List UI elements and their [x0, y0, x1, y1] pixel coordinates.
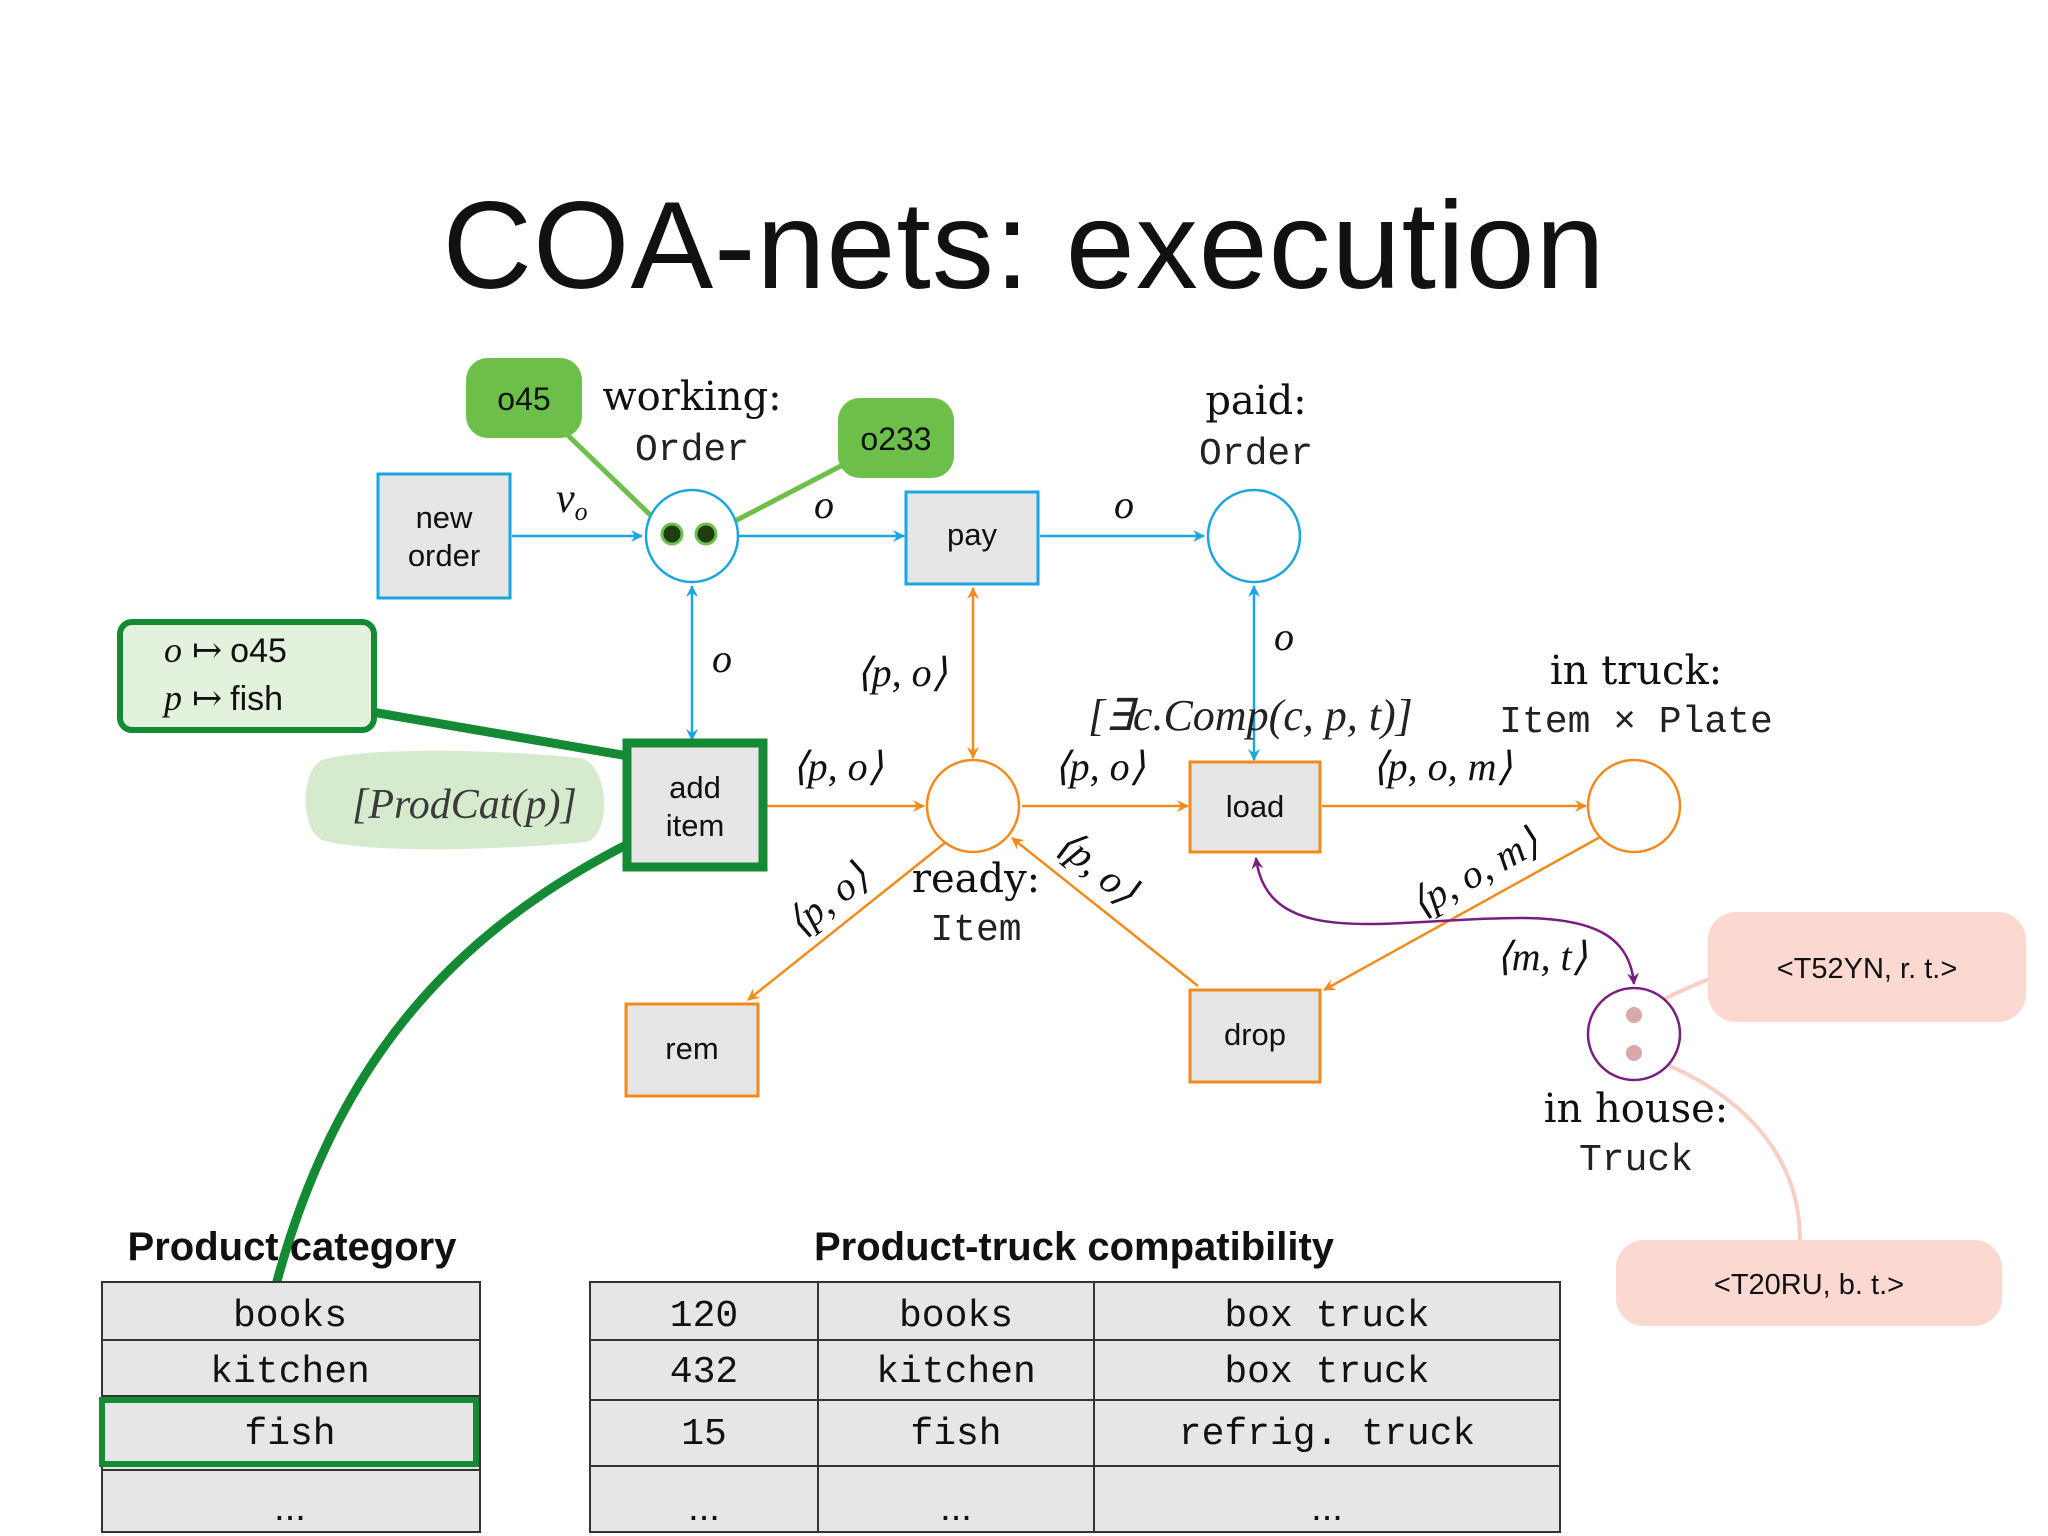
compatibility-cell: box truck: [1224, 1351, 1429, 1394]
token-dot-o233: [694, 522, 718, 546]
token-dot-o45: [660, 522, 684, 546]
place-paid: [1206, 488, 1302, 584]
place-type-paid: Order: [1199, 433, 1313, 476]
compatibility-cell: refrig. truck: [1179, 1413, 1475, 1456]
places: [644, 488, 1682, 1082]
compatibility-cell: ...: [940, 1487, 972, 1529]
product-category-cell: books: [233, 1295, 347, 1338]
svg-text:<T52YN, r. t.>: <T52YN, r. t.>: [1777, 953, 1958, 985]
table-title-product-category: Product category: [128, 1225, 458, 1269]
label-order: order: [408, 538, 480, 573]
arc-load-inhouse: [1251, 857, 1639, 985]
place-type-in-house: Truck: [1579, 1139, 1693, 1182]
blue-arcs: [512, 530, 1260, 761]
token-o233: o233: [838, 398, 954, 478]
table-title-compatibility: Product-truck compatibility: [814, 1225, 1335, 1269]
arc-label-p-o-m-intruck: ⟨p, o, m⟩: [1372, 744, 1512, 789]
transition-drop: drop: [1188, 988, 1322, 1084]
svg-text:o233: o233: [860, 421, 931, 457]
binding-p: p↦fish: [161, 678, 283, 719]
label-drop: drop: [1224, 1017, 1286, 1052]
arc-label-m-t: ⟨m, t⟩: [1496, 934, 1588, 979]
guard-highlight: [305, 750, 605, 850]
place-type-ready: Item: [930, 909, 1021, 952]
guard-prodcat: [ProdCat(p)]: [352, 782, 577, 828]
table-product-category: books kitchen fish...: [99, 1281, 481, 1533]
product-category-cell: kitchen: [210, 1351, 370, 1394]
place-label-in-truck: in truck:: [1550, 648, 1722, 694]
arc-label-p-o-additem: ⟨p, o⟩: [792, 744, 884, 789]
arc-label-p-o-pay: ⟨p, o⟩: [856, 650, 948, 695]
arc-label-nu: νo: [556, 476, 588, 526]
compatibility-cell: 15: [681, 1413, 727, 1456]
place-label-in-house: in house:: [1544, 1086, 1729, 1132]
transition-new-order: new order: [376, 472, 512, 600]
label-new: new: [416, 500, 473, 535]
guard-exists-comp: [∃c.Comp(c, p, t)]: [1088, 691, 1413, 740]
svg-text:<T20RU, b. t.>: <T20RU, b. t.>: [1714, 1269, 1904, 1301]
token-o45: o45: [466, 358, 582, 438]
label-pay: pay: [947, 517, 997, 552]
place-ready: [925, 758, 1021, 854]
transition-pay: pay: [904, 490, 1040, 586]
label-load: load: [1226, 789, 1285, 824]
arc-label-p-o-rem: ⟨p, o⟩: [778, 853, 878, 945]
place-label-ready: ready:: [912, 856, 1040, 902]
product-category-cell: fish: [244, 1413, 335, 1456]
transition-load: load: [1188, 760, 1322, 854]
arc-label-p-o-drop: ⟨p, o⟩: [1048, 820, 1147, 913]
compatibility-cell: books: [899, 1295, 1013, 1338]
compatibility-cell: ...: [688, 1487, 720, 1529]
compatibility-cell: box truck: [1224, 1295, 1429, 1338]
selected-row-highlight: [99, 1397, 479, 1467]
compatibility-cell: 120: [670, 1295, 738, 1338]
transition-rem: rem: [624, 1002, 760, 1098]
slide-title: COA-nets: execution: [442, 177, 1606, 315]
product-category-cell: ...: [274, 1487, 306, 1529]
place-in-house: [1586, 986, 1682, 1082]
arc-label-o-load: o: [1274, 614, 1294, 659]
arc-label-p-o-load: ⟨p, o⟩: [1054, 744, 1146, 789]
token-dot-truck2: [1626, 1045, 1642, 1061]
arc-label-p-o-m-drop: ⟨p, o, m⟩: [1403, 818, 1548, 925]
compatibility-cell: fish: [910, 1413, 1001, 1456]
label-rem: rem: [665, 1031, 718, 1066]
connector-binding: [371, 707, 629, 761]
place-in-truck: [1586, 758, 1682, 854]
arc-drop-ready: [1011, 837, 1199, 987]
compatibility-cell: kitchen: [876, 1351, 1036, 1394]
table-compatibility: 120 books box truck 432 kitchen box truck 15 fi…: [589, 1281, 1561, 1533]
token-truck1: <T52YN, r. t.>: [1708, 912, 2026, 1022]
token-dot-truck1: [1626, 1007, 1642, 1023]
binding-box: o↦o45 p↦fish: [117, 619, 377, 733]
place-type-in-truck: Item × Plate: [1499, 701, 1773, 744]
place-type-working: Order: [635, 429, 749, 472]
arc-ready-rem: [747, 841, 947, 1001]
label-add: add: [669, 770, 721, 805]
arc-label-o-working-pay: o: [814, 482, 834, 527]
place-label-working: working:: [602, 374, 781, 420]
compatibility-cell: ...: [1311, 1487, 1343, 1529]
binding-o: o↦o45: [164, 630, 287, 671]
compatibility-cell: 432: [670, 1351, 738, 1394]
svg-text:o45: o45: [497, 381, 550, 417]
label-item: item: [666, 808, 725, 843]
place-working: [644, 488, 740, 584]
arc-label-o-additem: o: [712, 636, 732, 681]
arc-label-o-pay-paid: o: [1114, 482, 1134, 527]
place-label-paid: paid:: [1205, 378, 1306, 424]
transition-add-item: add item: [622, 738, 768, 872]
token-truck2: <T20RU, b. t.>: [1616, 1240, 2002, 1326]
